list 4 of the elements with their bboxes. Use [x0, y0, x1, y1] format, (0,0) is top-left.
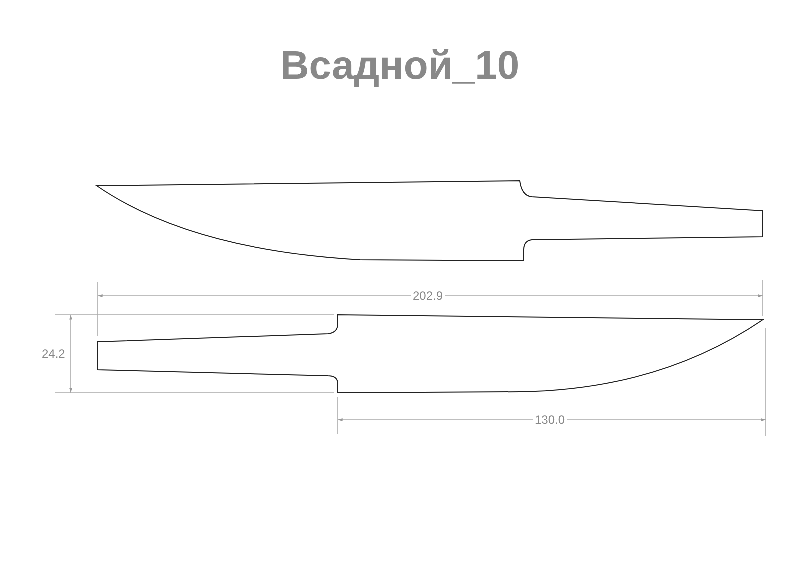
dimension-label: 24.2: [40, 347, 68, 361]
dimension-label: 202.9: [411, 289, 446, 303]
dimension-label: 130.0: [533, 413, 568, 427]
title: Всадной_10: [280, 44, 520, 88]
